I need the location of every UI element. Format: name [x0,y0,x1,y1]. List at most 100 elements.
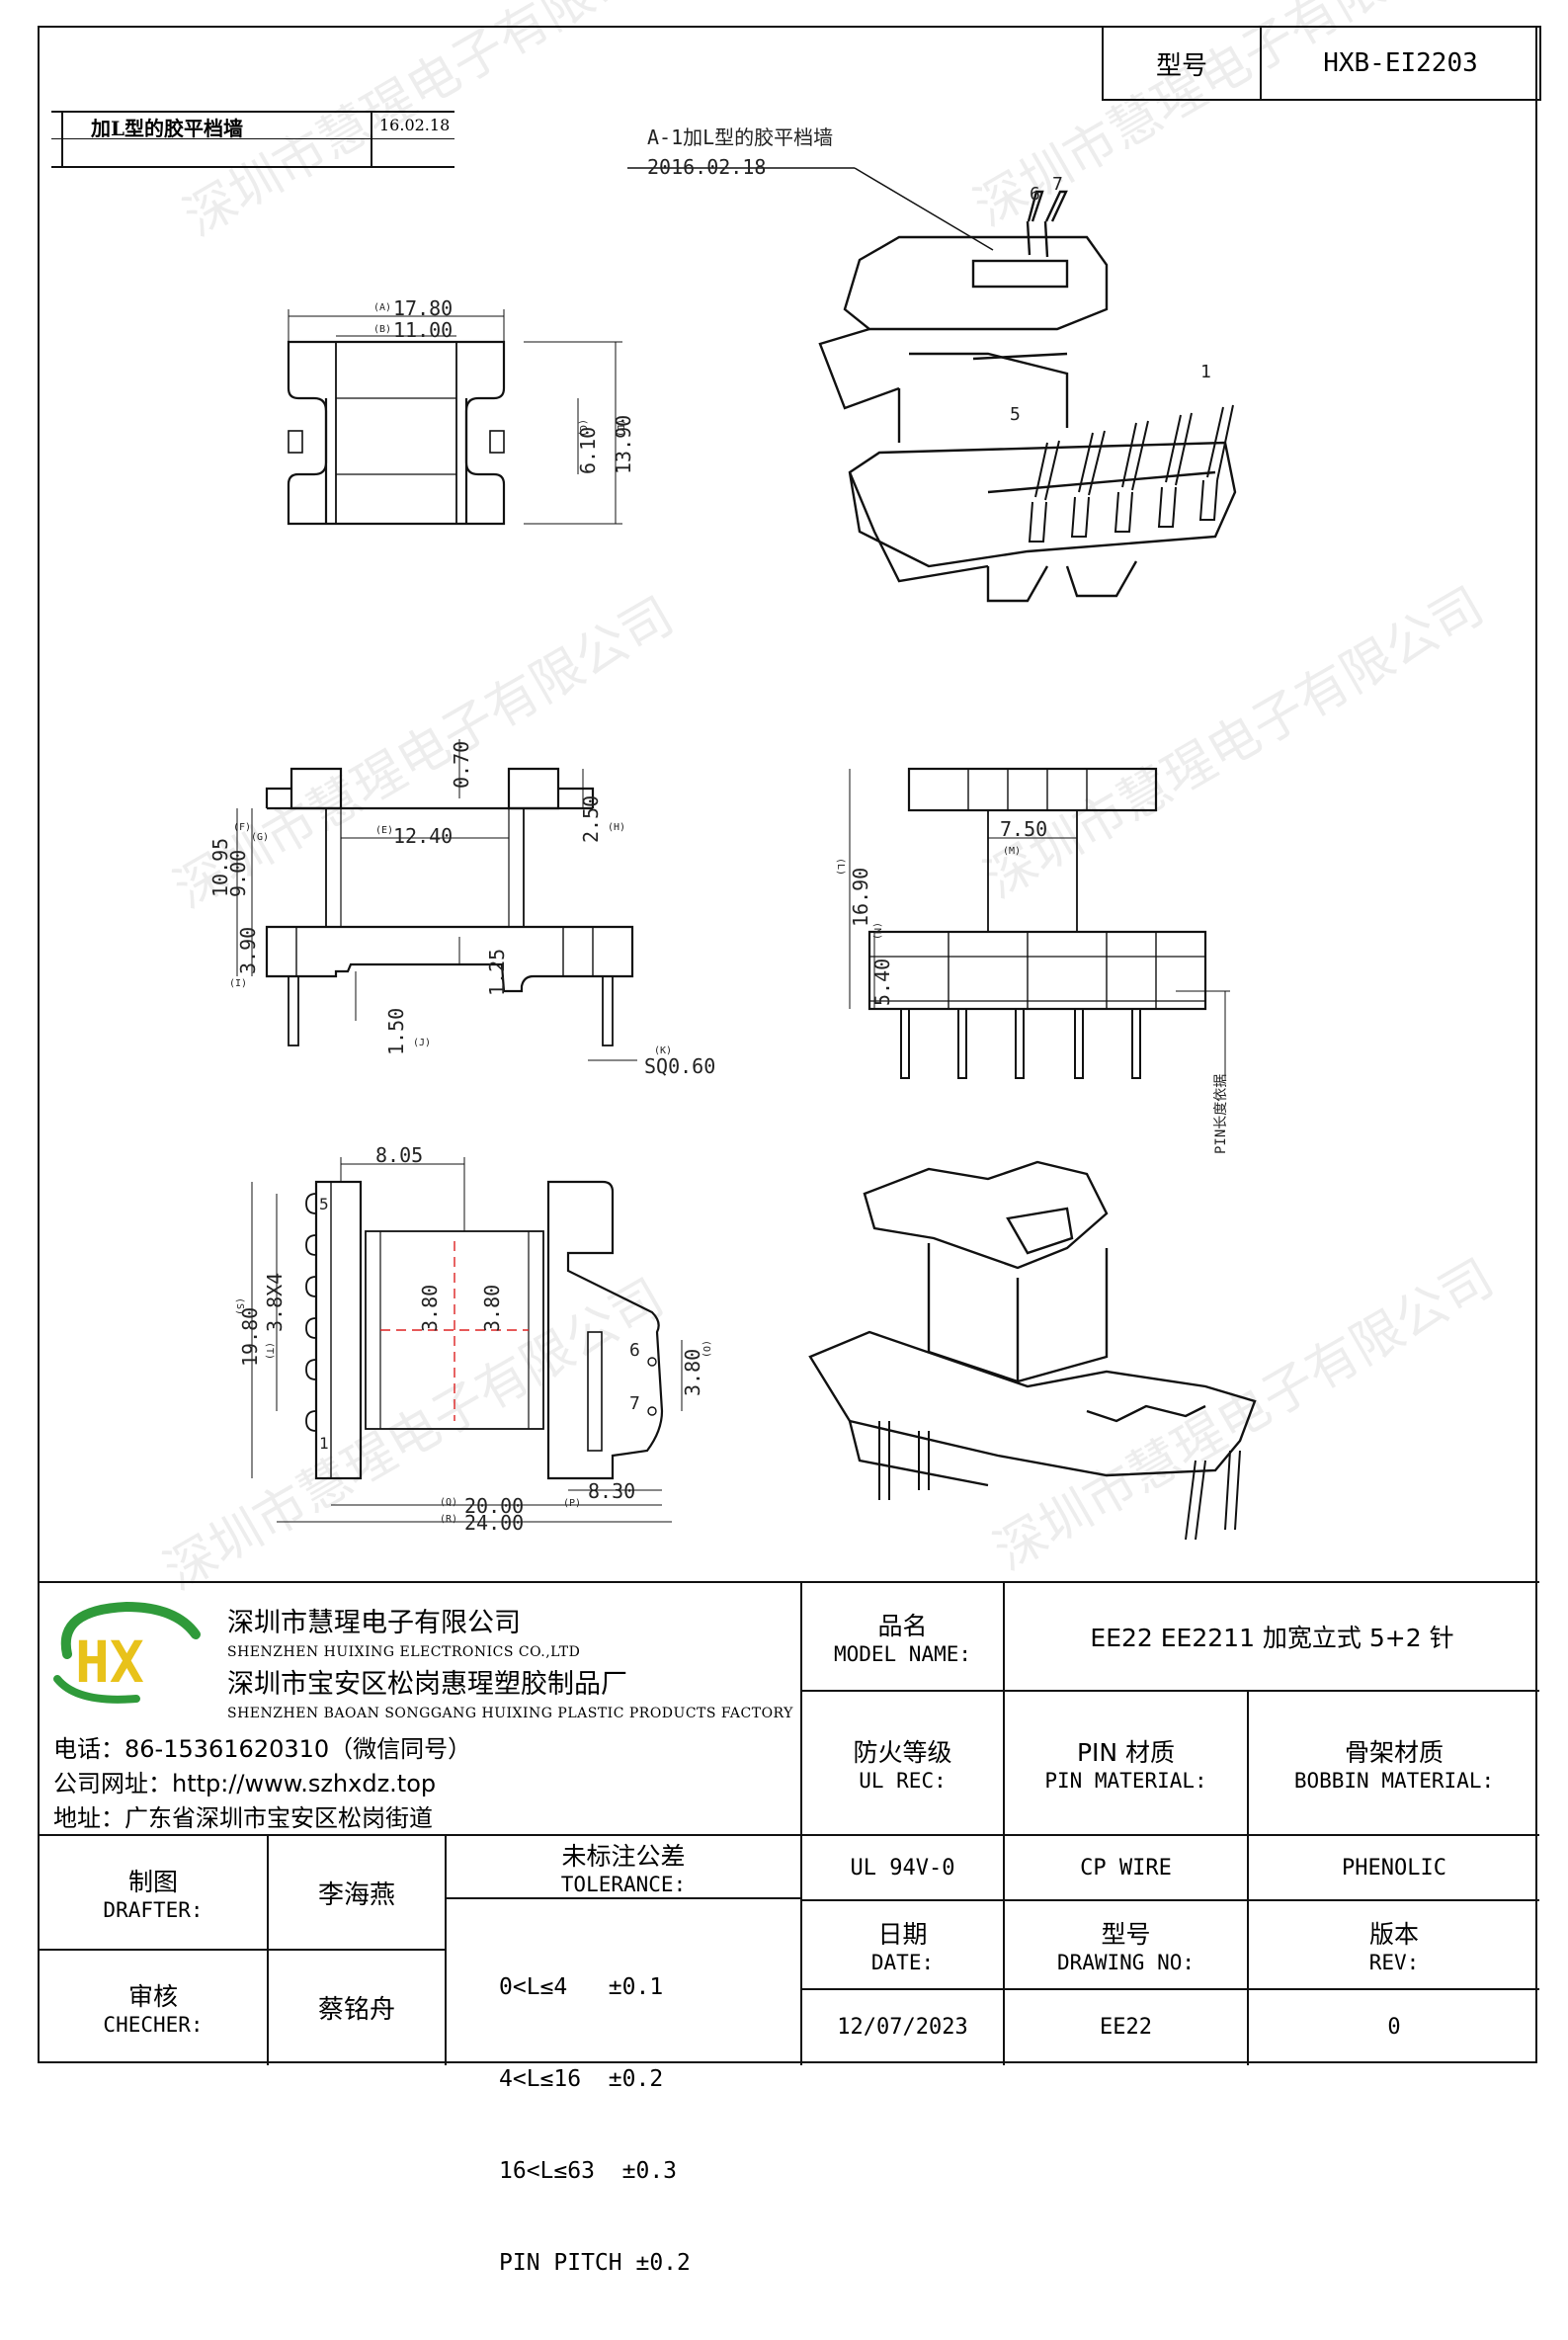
dim-top: 0.70 [450,741,473,789]
dim-n: 5.40 [870,959,894,1006]
tag-g: (G) [251,832,269,843]
dim-h: 2.50 [579,795,603,843]
header-model-box: 型号 HXB-EI2203 [1102,26,1541,101]
rev-value: 0 [1387,2014,1401,2040]
tag-e: (E) [375,825,393,836]
logo-text: HX [75,1629,144,1696]
bv-pin-6: 6 [629,1340,640,1361]
iso-view-top: 6 7 1 5 [818,174,1237,603]
front-view: 0.70 12.40 (E) 2.50 (H) 10.95 (F) 9.00 (… [208,739,715,1078]
date-value: 12/07/2023 [837,2014,968,2040]
callout-line1: A-1加L型的胶平档墙 [647,125,833,149]
tag-o: (O) [701,1340,711,1358]
company-name-en: SHENZHEN HUIXING ELECTRONICS CO.,LTD [227,1644,581,1660]
tag-d: (D) [615,419,625,437]
tag-a: (A) [373,302,391,313]
bv-pin-7: 7 [629,1393,640,1414]
model-name-label-en: MODEL NAME: [833,1642,972,1666]
drafter-name: 李海燕 [317,1880,395,1910]
company-address: 地址：广东省深圳市宝安区松岗街道 [53,1804,433,1832]
dim-805: 8.05 [375,1143,423,1167]
bv-pin-5: 5 [319,1195,329,1213]
tag-f: (F) [233,822,251,833]
checker-name: 蔡铭舟 [317,1994,395,2025]
dim-b: 11.00 [393,318,453,342]
technical-drawing: A-1加L型的胶平档墙 2016.02.18 17.80 (A) 11.00 (… [208,125,1257,1541]
dim-380a: 3.80 [418,1285,442,1332]
rev-label-en: REV: [1368,1951,1420,1974]
drafter-label-cn: 制图 [127,1868,178,1896]
tag-t: (T) [264,1342,275,1360]
ul-label-cn: 防火等级 [853,1738,952,1767]
dim-m: 7.50 [1000,817,1047,841]
model-name-label-cn: 品名 [877,1612,928,1640]
iso-pin-6: 6 [1030,184,1040,205]
dim-l: 16.90 [849,868,872,927]
dim-f: 10.95 [208,838,232,897]
bobbin-label-cn: 骨架材质 [1344,1738,1444,1767]
dim-a: 17.80 [393,296,453,320]
factory-name-en: SHENZHEN BAOAN SONGGANG HUIXING PLASTIC … [227,1706,793,1721]
date-label-en: DATE: [870,1951,935,1974]
ul-value: UL 94V-0 [850,1855,955,1880]
company-phone: 电话：86-15361620310（微信同号） [53,1735,472,1763]
dim-pitch: 3.8X4 [263,1273,287,1332]
dim-d: 13.90 [612,415,635,474]
tag-m: (M) [1003,846,1021,857]
header-model-label: 型号 [1104,28,1262,99]
drafter-label-en: DRAFTER: [103,1898,204,1922]
tag-r: (R) [440,1514,457,1525]
bottom-view: 8.05 19.80 (S) 3.8X4 (T) 3.80 3.80 3.80 … [234,1143,711,1535]
title-block: HX 深圳市慧瑆电子有限公司 SHENZHEN HUIXING ELECTRON… [40,1581,1539,2276]
model-name-value: EE22 EE2211 加宽立式 5+2 针 [1090,1624,1454,1652]
factory-name-cn: 深圳市宝安区松岗惠瑆塑胶制品厂 [227,1669,627,1700]
company-logo: HX [53,1601,201,1704]
dim-s: 19.80 [238,1307,262,1367]
bv-pin-1: 1 [319,1434,329,1453]
iso-pin-7: 7 [1052,174,1063,195]
tag-j: (J) [413,1038,431,1048]
tag-l: (L) [835,858,846,876]
ul-label-en: UL REC: [859,1769,947,1793]
dim-j: 1.50 [384,1008,408,1055]
tolerance-line: 4<L≤16 ±0.2 [499,2066,664,2092]
pin-note: PIN长度依据 [1213,1074,1229,1154]
tag-k: (K) [654,1045,672,1056]
dim-k: SQ0.60 [644,1054,715,1078]
revision-box: 加L型的胶平档墙 16.02.18 [51,111,454,168]
dim-g: 9.00 [226,850,250,897]
dim-c: 6.10 [576,427,600,474]
dim-q: 20.00 [464,1494,524,1518]
date-label-cn: 日期 [877,1920,928,1949]
tag-i: (I) [229,978,247,989]
tolerance-line: 16<L≤63 ±0.3 [499,2158,678,2184]
top-view: 17.80 (A) 11.00 (B) 6.10 (C) 13.90 (D) [287,296,635,526]
dim-o: 3.80 [681,1349,704,1396]
iso-pin-1: 1 [1200,362,1211,382]
iso-view-bottom [808,1160,1257,1541]
bobbin-label-en: BOBBIN MATERIAL: [1293,1769,1495,1793]
pin-label-cn: PIN 材质 [1076,1738,1176,1767]
company-website: 公司网址：http://www.szhxdz.top [53,1770,437,1797]
pin-label-en: PIN MATERIAL: [1044,1769,1207,1793]
drawing-sheet: 深圳市慧瑆电子有限公司 深圳市慧瑆电子有限公司 深圳市慧瑆电子有限公司 深圳市慧… [38,0,1541,2276]
dim-e: 12.40 [393,824,453,848]
tolerance-list: 0<L≤4 ±0.1 4<L≤16 ±0.2 16<L≤63 ±0.3 PIN … [499,1911,691,2340]
side-view: 7.50 (M) 16.90 (L) 5.40 (N) PIN长度依据 [835,767,1230,1154]
tag-s: (S) [234,1297,245,1315]
tag-b: (B) [373,324,391,335]
dim-r: 24.00 [464,1511,524,1535]
dim-380b: 3.80 [480,1285,504,1332]
revision-date: 16.02.18 [379,116,451,134]
tag-c: (C) [577,419,588,437]
drawing-label-cn: 型号 [1101,1920,1151,1949]
tolerance-line: PIN PITCH ±0.2 [499,2250,691,2276]
callout-line2: 2016.02.18 [647,155,766,179]
tag-q: (Q) [440,1497,457,1508]
tag-p: (P) [563,1498,581,1509]
drawing-label-en: DRAWING NO: [1056,1951,1196,1974]
tag-h: (H) [608,822,625,833]
callout: A-1加L型的胶平档墙 2016.02.18 [627,125,994,251]
checker-label-en: CHECHER: [103,2013,204,2037]
drawing-no-value: EE22 [1100,2014,1152,2040]
